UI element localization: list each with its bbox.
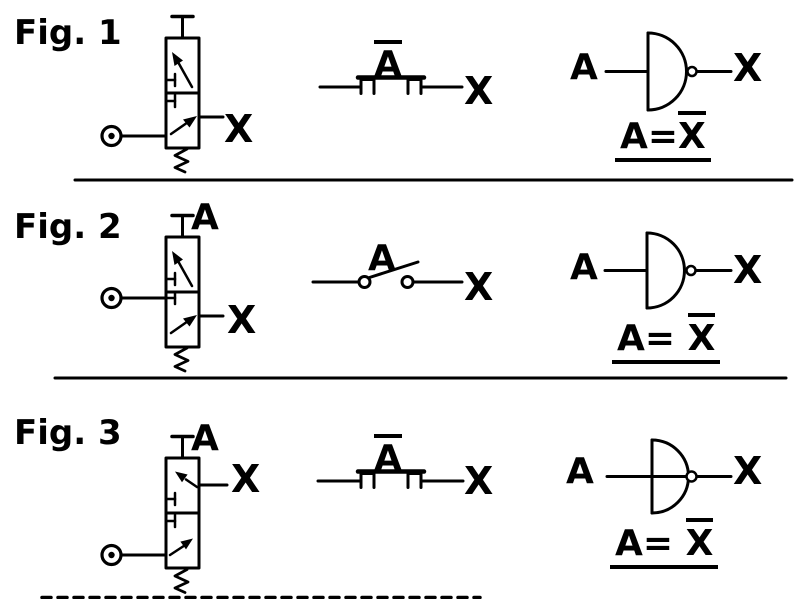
pressure-source-icon: [100, 286, 123, 310]
contact-terminal: [406, 78, 423, 95]
fig2-label: Fig. 2: [14, 207, 122, 247]
fig1-equation: A=X: [615, 111, 711, 162]
inverter-bubble: [686, 65, 698, 78]
fig1-not-gate-symbol: [604, 31, 733, 112]
fig3-switch-output-label: X: [464, 459, 494, 503]
pressure-source-icon: [100, 543, 123, 567]
fig3-equation: A= X: [610, 518, 719, 569]
fig3-not-gate-symbol: [605, 438, 733, 515]
contact-terminal: [359, 78, 376, 95]
flow-arrow: [172, 52, 194, 89]
equation-rhs: X: [678, 111, 706, 155]
blocked-port-icon: [164, 271, 177, 287]
fig2-valve-symbol: [100, 213, 225, 373]
fig2-switch-symbol: [311, 260, 464, 289]
fig3-label: Fig. 3: [14, 413, 122, 453]
equation-lhs: A=: [617, 318, 688, 359]
blocked-port-icon: [164, 513, 177, 529]
fig1-valve-symbol: [100, 14, 225, 174]
pressure-source-icon: [100, 124, 123, 148]
flow-arrow: [168, 538, 193, 557]
fig1-label: Fig. 1: [14, 13, 122, 53]
fig2-not-gate-symbol: [603, 231, 733, 310]
fig3-contact-symbol: [316, 469, 465, 489]
flow-arrow: [172, 251, 194, 288]
blocked-port-icon: [164, 93, 177, 109]
switch-terminal: [400, 275, 415, 289]
fig2-gate-input-label: A: [570, 247, 598, 288]
switch-terminal: [357, 275, 372, 289]
inverter-bubble: [685, 470, 698, 483]
equation-lhs: A=: [615, 523, 686, 564]
blocked-port-icon: [164, 72, 177, 88]
fig2-switch-label: A: [368, 238, 396, 279]
flow-arrow: [169, 315, 197, 335]
inverter-bubble: [685, 264, 697, 277]
fig3-gate-output-label: X: [733, 449, 763, 493]
fig1-gate-output-label: X: [733, 46, 763, 90]
fig1-switch-output-label: X: [464, 69, 494, 113]
fig3-gate-input-label: A: [566, 451, 594, 492]
fig1-gate-input-label: A: [570, 47, 598, 88]
contact-terminal: [359, 472, 376, 489]
fig1-switch-label: A: [374, 40, 402, 83]
actuator-pin-icon: [170, 213, 195, 239]
fig2-valve-actuator-label: A: [191, 197, 219, 238]
fig2-switch-output-label: X: [464, 265, 494, 309]
actuator-pin-icon: [170, 434, 195, 460]
fig2-gate-output-label: X: [733, 248, 763, 292]
fig3-valve-symbol: [100, 434, 229, 594]
flow-arrow: [169, 116, 197, 136]
fig1-valve-output-label: X: [224, 107, 254, 151]
fig1-contact-symbol: [318, 75, 464, 95]
blocked-port-icon: [164, 491, 177, 507]
spring-return-icon: [173, 346, 190, 373]
spring-return-icon: [173, 568, 190, 594]
equation-rhs: X: [687, 313, 716, 357]
flow-arrow: [175, 471, 199, 489]
fig3-switch-label: A: [374, 434, 402, 477]
equation-lhs: A=: [620, 116, 679, 157]
contact-terminal: [406, 472, 423, 489]
fig3-valve-actuator-label: A: [191, 418, 219, 459]
spring-return-icon: [173, 147, 190, 174]
fig3-valve-output-label: X: [231, 457, 261, 501]
switch-lever: [368, 260, 420, 279]
equation-rhs: X: [685, 518, 714, 562]
fig2-equation: A= X: [612, 313, 721, 364]
fig2-valve-output-label: X: [227, 298, 257, 342]
actuator-pin-icon: [170, 14, 195, 40]
